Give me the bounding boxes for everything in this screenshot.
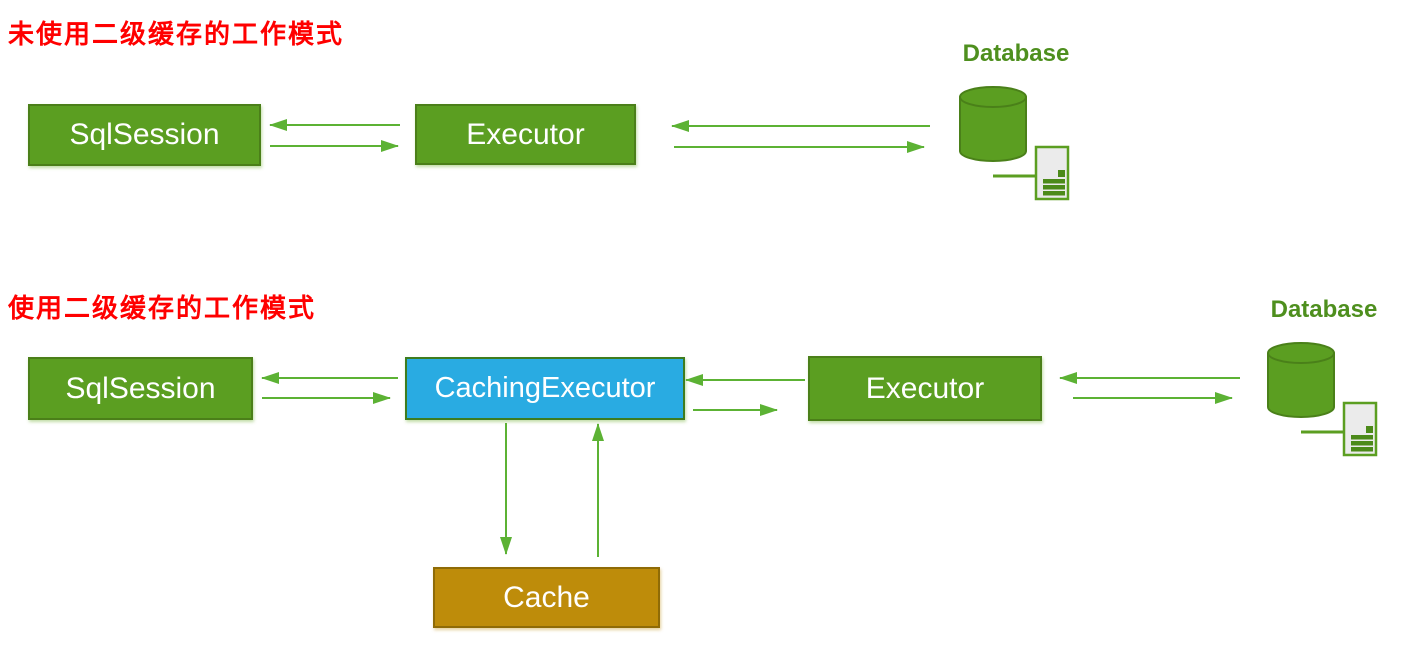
section2-title: 使用二级缓存的工作模式 (8, 293, 317, 323)
database-label-2: Database (1270, 296, 1378, 323)
arrowhead-left-icon (269, 119, 287, 131)
arrow-left-icon (1059, 372, 1240, 384)
arrowhead-left-icon (671, 120, 689, 132)
arrow-down-icon (500, 423, 512, 555)
server-icon (1034, 145, 1070, 201)
arrowhead-left-icon (261, 372, 279, 384)
server-icon (1342, 401, 1378, 457)
database-cylinder-icon (959, 86, 1070, 201)
node-cache: Cache (433, 567, 660, 628)
arrowhead-right-icon (907, 141, 925, 153)
arrow-right-icon (674, 141, 925, 153)
node-caching-executor: CachingExecutor (405, 357, 685, 420)
arrowhead-right-icon (760, 404, 778, 416)
arrowhead-right-icon (381, 140, 399, 152)
node-sqlsession-1: SqlSession (28, 104, 261, 166)
node-executor-2: Executor (808, 356, 1042, 421)
arrowhead-up-icon (592, 423, 604, 441)
database-cylinder-icon (1267, 342, 1378, 457)
arrow-right-icon (693, 404, 778, 416)
arrow-left-icon (685, 374, 805, 386)
database-label-1: Database (962, 40, 1070, 67)
section1-title: 未使用二级缓存的工作模式 (8, 19, 345, 49)
arrowhead-down-icon (500, 537, 512, 555)
arrowhead-left-icon (1059, 372, 1077, 384)
arrow-right-icon (262, 392, 391, 404)
arrow-right-icon (270, 140, 399, 152)
arrow-right-icon (1073, 392, 1233, 404)
arrowhead-left-icon (685, 374, 703, 386)
node-executor-1: Executor (415, 104, 636, 165)
arrow-left-icon (671, 120, 930, 132)
arrow-left-icon (269, 119, 400, 131)
arrowhead-right-icon (373, 392, 391, 404)
arrowhead-right-icon (1215, 392, 1233, 404)
arrow-up-icon (592, 423, 604, 557)
node-sqlsession-2: SqlSession (28, 357, 253, 420)
arrow-left-icon (261, 372, 398, 384)
